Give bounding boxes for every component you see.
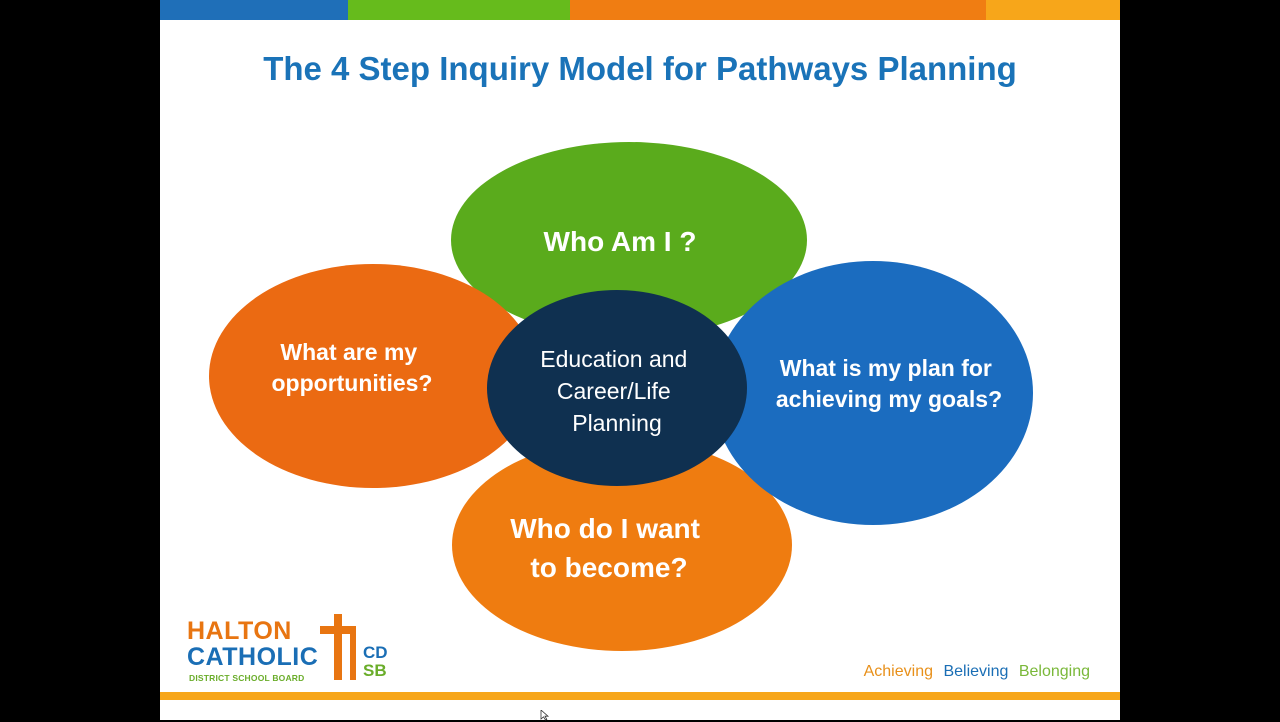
top-bar-segment: [986, 0, 1120, 20]
tagline-believing: Believing: [943, 663, 1009, 680]
logo-cd-text: CD: [363, 643, 388, 662]
logo-sb-text: SB: [363, 661, 387, 680]
ellipse-who-am-i: [451, 142, 807, 338]
top-color-bar: [160, 0, 1120, 20]
label-who-am-i: Who Am I ?: [544, 226, 697, 257]
tagline-belonging: Belonging: [1018, 663, 1090, 680]
label-opportunities: What are my opportunities?: [272, 339, 433, 396]
label-center-planning: Education and Career/Life Planning: [540, 346, 693, 436]
halton-catholic-logo: HALTON CATHOLIC DISTRICT SCHOOL BOARD CD…: [187, 612, 407, 688]
ellipse-who-do-i-want-to-become: [452, 439, 792, 651]
cross-icon-vertical-2: [350, 626, 356, 680]
slide: The 4 Step Inquiry Model for Pathways Pl…: [160, 0, 1120, 720]
ellipse-center-planning: [487, 290, 747, 486]
top-bar-segment: [160, 0, 348, 20]
logo-district-text: DISTRICT SCHOOL BOARD: [189, 673, 305, 683]
top-bar-segment: [348, 0, 570, 20]
logo-catholic-text: CATHOLIC: [187, 643, 319, 671]
cross-icon-vertical: [334, 614, 342, 680]
inquiry-diagram: Who Am I ? What are my opportunities? Wh…: [209, 142, 1033, 651]
bottom-color-line: [160, 692, 1120, 700]
mouse-cursor-icon: [540, 710, 550, 721]
label-plan-for-goals: What is my plan for achieving my goals?: [776, 355, 1002, 412]
logo-halton-text: HALTON: [187, 617, 292, 645]
label-who-do-i-want-to-become: Who do I want to become?: [510, 513, 708, 583]
tagline: Achieving Believing Belonging: [858, 663, 1090, 681]
ellipse-what-are-my-opportunities: [209, 264, 537, 488]
tagline-achieving: Achieving: [863, 663, 933, 680]
top-bar-segment: [570, 0, 986, 20]
ellipse-plan-for-goals: [713, 261, 1033, 525]
slide-title: The 4 Step Inquiry Model for Pathways Pl…: [263, 50, 1017, 87]
